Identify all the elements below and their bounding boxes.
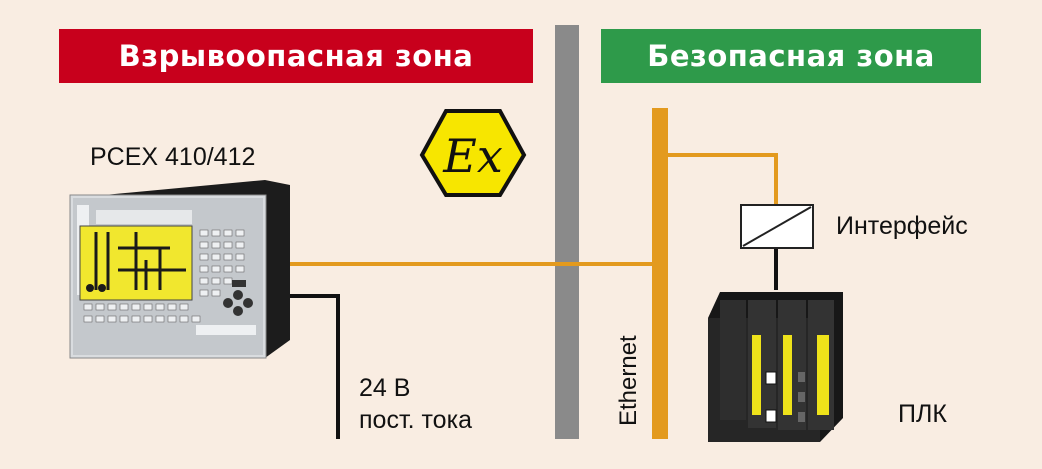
plc-label: ПЛК bbox=[898, 400, 947, 428]
power-type-label: пост. тока bbox=[359, 406, 472, 434]
zone-separator-barrier bbox=[555, 25, 579, 439]
power-voltage-label: 24 В bbox=[359, 374, 411, 402]
device-ethernet-link bbox=[287, 262, 653, 266]
interface-label: Интерфейс bbox=[836, 212, 968, 240]
interface-ethernet-drop bbox=[774, 153, 778, 205]
ethernet-bus bbox=[652, 108, 668, 439]
power-cable bbox=[287, 294, 340, 439]
pcex-operator-panel-icon bbox=[69, 180, 290, 359]
hazardous-zone-banner: Взрывоопасная зона bbox=[59, 29, 533, 83]
interface-plc-cable bbox=[774, 248, 778, 290]
interface-converter-icon bbox=[740, 204, 814, 249]
ex-symbol-text: Ex bbox=[442, 129, 503, 183]
safe-zone-banner: Безопасная зона bbox=[601, 29, 981, 83]
ethernet-label: Ethernet bbox=[615, 335, 642, 426]
ex-hazard-icon: Ex bbox=[419, 109, 527, 197]
plc-controller-icon bbox=[708, 292, 843, 442]
device-name-label: PCEX 410/412 bbox=[90, 143, 256, 171]
interface-ethernet-branch bbox=[668, 153, 778, 157]
